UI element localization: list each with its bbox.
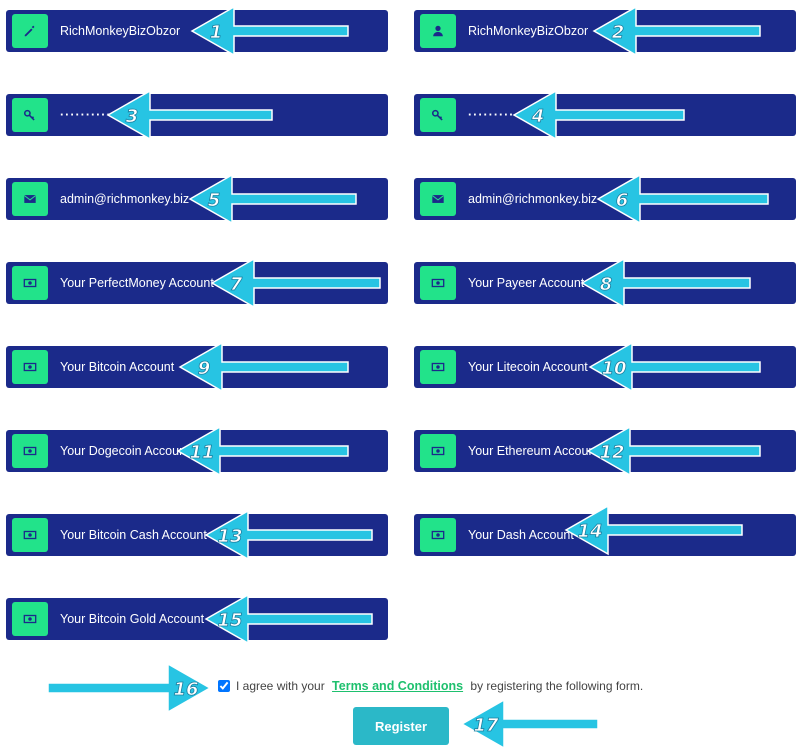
register-button[interactable]: Register (353, 707, 449, 745)
money-icon (12, 434, 48, 468)
ethereum-account-value: Your Ethereum Account (468, 444, 599, 458)
perfectmoney-account-field[interactable]: Your PerfectMoney Account (6, 262, 388, 304)
login-value: RichMonkeyBizObzor (60, 24, 181, 38)
key-icon (12, 98, 48, 132)
annotation-arrow-shape (47, 662, 212, 714)
annotation-number: 17 (473, 715, 499, 736)
terms-agreement[interactable]: I agree with your Terms and Conditions b… (218, 677, 643, 695)
confirm-email-field[interactable]: admin@richmonkey.biz (414, 178, 796, 220)
password-value: ·········· (60, 108, 112, 122)
annotation-arrow-17: 17 (460, 698, 599, 750)
key-icon (420, 98, 456, 132)
confirm-password-field[interactable]: ·········· (414, 94, 796, 136)
money-icon (12, 266, 48, 300)
confirm-email-value: admin@richmonkey.biz (468, 192, 598, 206)
money-icon (420, 518, 456, 552)
envelope-icon (12, 182, 48, 216)
bitcoin-account-value: Your Bitcoin Account (60, 360, 175, 374)
terms-link[interactable]: Terms and Conditions (332, 679, 464, 693)
annotation-arrow-16: 16 (47, 662, 212, 714)
dash-account-field[interactable]: Your Dash Account (414, 514, 796, 556)
money-icon (12, 602, 48, 636)
terms-checkbox[interactable] (218, 680, 230, 692)
username-value: RichMonkeyBizObzor (468, 24, 589, 38)
money-icon (420, 434, 456, 468)
bitcoin-cash-account-value: Your Bitcoin Cash Account (60, 528, 207, 542)
login-field[interactable]: RichMonkeyBizObzor (6, 10, 388, 52)
dogecoin-account-value: Your Dogecoin Account (60, 444, 190, 458)
bitcoin-account-field[interactable]: Your Bitcoin Account (6, 346, 388, 388)
litecoin-account-value: Your Litecoin Account (468, 360, 588, 374)
edit-icon (12, 14, 48, 48)
email-field[interactable]: admin@richmonkey.biz (6, 178, 388, 220)
username-field[interactable]: RichMonkeyBizObzor (414, 10, 796, 52)
litecoin-account-field[interactable]: Your Litecoin Account (414, 346, 796, 388)
annotation-number: 16 (173, 679, 198, 700)
envelope-icon (420, 182, 456, 216)
dogecoin-account-field[interactable]: Your Dogecoin Account (6, 430, 388, 472)
terms-text-pre: I agree with your (236, 679, 329, 693)
money-icon (420, 266, 456, 300)
ethereum-account-field[interactable]: Your Ethereum Account (414, 430, 796, 472)
money-icon (12, 350, 48, 384)
bitcoin-cash-account-field[interactable]: Your Bitcoin Cash Account (6, 514, 388, 556)
terms-text-post: by registering the following form. (467, 679, 644, 693)
perfectmoney-account-value: Your PerfectMoney Account (60, 276, 214, 290)
bitcoin-gold-account-value: Your Bitcoin Gold Account (60, 612, 205, 626)
payeer-account-value: Your Payeer Account (468, 276, 585, 290)
dash-account-value: Your Dash Account (468, 528, 574, 542)
email-value: admin@richmonkey.biz (60, 192, 190, 206)
payeer-account-field[interactable]: Your Payeer Account (414, 262, 796, 304)
annotation-arrow-shape (460, 698, 599, 750)
money-icon (420, 350, 456, 384)
money-icon (12, 518, 48, 552)
password-field[interactable]: ·········· (6, 94, 388, 136)
bitcoin-gold-account-field[interactable]: Your Bitcoin Gold Account (6, 598, 388, 640)
user-icon (420, 14, 456, 48)
confirm-password-value: ·········· (468, 108, 520, 122)
